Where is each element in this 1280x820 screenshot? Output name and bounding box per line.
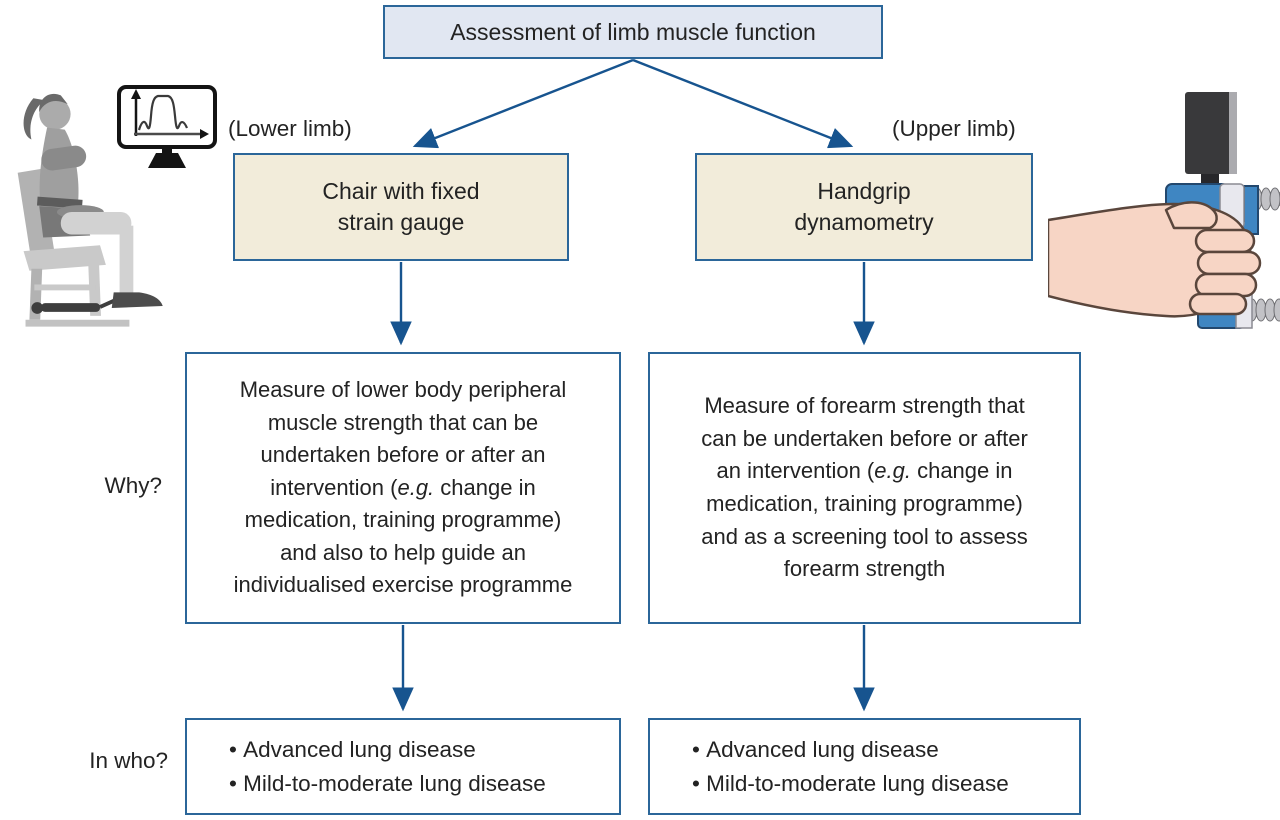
upper-limb-label: (Upper limb) (892, 116, 1016, 141)
why-row-label: Why? (104, 473, 162, 498)
lower-limb-label: (Lower limb) (228, 116, 352, 141)
hand-with-handgrip-dynamometer-illustration (1046, 88, 1280, 333)
list-item: Mild-to-moderate lung disease (229, 767, 546, 801)
why-box-upper-limb: Measure of forearm strength that can be … (648, 352, 1081, 624)
title-label: Assessment of limb muscle function (450, 18, 816, 45)
method-box-upper-limb: Handgrip dynamometry (695, 153, 1033, 261)
method-label-lower: Chair with fixed strain gauge (322, 177, 480, 235)
why-box-lower-limb: Measure of lower body peripheral muscle … (185, 352, 621, 624)
in-who-box-upper-limb: Advanced lung disease Mild-to-moderate l… (648, 718, 1081, 815)
in-who-row-label: In who? (89, 748, 168, 773)
force-curve-monitor-icon (116, 84, 218, 170)
method-label-upper: Handgrip dynamometry (794, 177, 934, 235)
list-item: Advanced lung disease (229, 733, 546, 767)
list-item: Advanced lung disease (692, 733, 1009, 767)
title-box: Assessment of limb muscle function (383, 5, 883, 59)
in-who-list-upper: Advanced lung disease Mild-to-moderate l… (692, 733, 1009, 801)
method-box-lower-limb: Chair with fixed strain gauge (233, 153, 569, 261)
list-item: Mild-to-moderate lung disease (692, 767, 1009, 801)
seated-person-strain-gauge-chair-illustration (2, 86, 198, 334)
why-text-lower: Measure of lower body peripheral muscle … (233, 377, 573, 598)
in-who-list-lower: Advanced lung disease Mild-to-moderate l… (229, 733, 546, 801)
in-who-box-lower-limb: Advanced lung disease Mild-to-moderate l… (185, 718, 621, 815)
why-text-upper: Measure of forearm strength that can be … (701, 393, 1028, 582)
